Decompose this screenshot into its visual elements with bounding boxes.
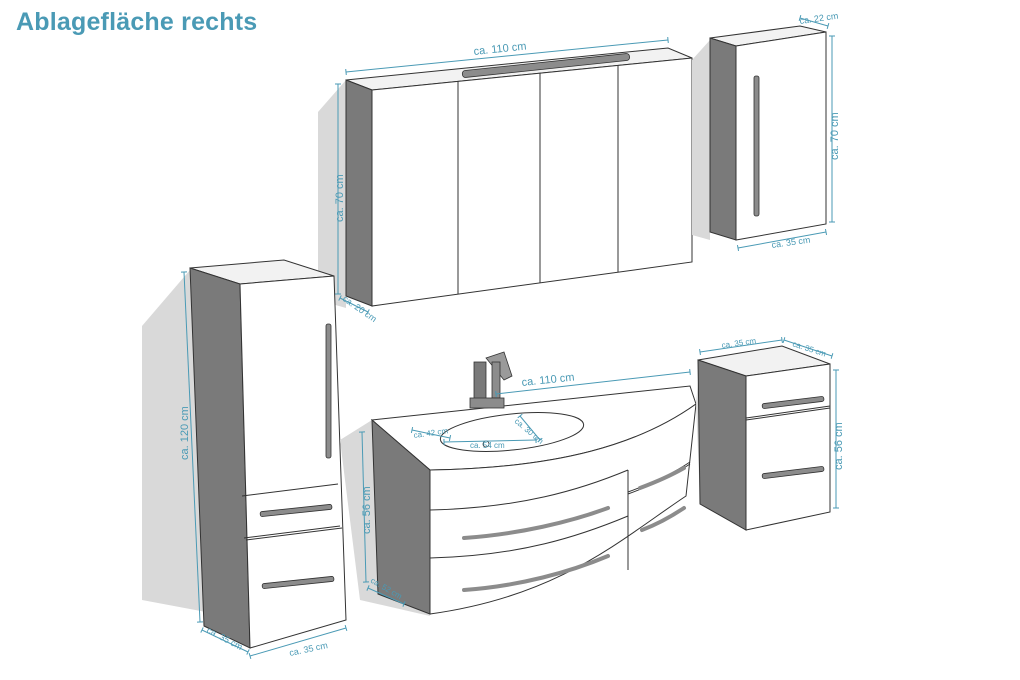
faucet <box>469 351 513 409</box>
upper-side-cabinet: ca. 22 cm ca. 70 cm ca. 35 cm <box>692 11 841 252</box>
mirror-cabinet-front <box>371 57 693 307</box>
tall-cabinet-divider <box>243 525 341 539</box>
tall-cabinet-divider <box>245 527 343 541</box>
vanity-unit: ca. 110 cm ca. 56 cm ca. 52 cm ca. 42 cm… <box>340 351 697 616</box>
lower-cabinet-front <box>745 363 831 531</box>
upper-height-label: ca. 70 cm <box>829 112 841 160</box>
drawer-handle <box>638 466 686 490</box>
vanity-front <box>429 402 697 615</box>
drawer-divider <box>429 515 629 559</box>
drawer-divider <box>429 469 629 511</box>
upper-width-label: ca. 35 cm <box>771 235 811 250</box>
lower-cabinet-divider <box>745 407 831 421</box>
lower-cabinet-side <box>697 359 747 531</box>
page-title: Ablagefläche rechts <box>16 8 258 36</box>
mirror-cabinet-side <box>345 79 373 307</box>
vanity-height-label: ca. 56 cm <box>361 486 373 534</box>
lower-width-label: ca. 35 cm <box>721 336 757 350</box>
vanity-width-label: ca. 110 cm <box>521 372 575 389</box>
lower-height-label: ca. 56 cm <box>833 422 845 470</box>
tall-height-label: ca. 120 cm <box>179 406 191 460</box>
lower-cabinet-handle <box>761 396 825 409</box>
tall-cabinet-drawer-handle <box>261 576 335 589</box>
tall-cabinet: ca. 120 cm ca. 35 cm ca. 35 cm <box>142 259 348 660</box>
mirror-width-label: ca. 110 cm <box>473 41 527 58</box>
mirror-cabinet: ca. 110 cm ca. 70 cm ca. 20 cm <box>318 36 693 324</box>
upper-cabinet-handle <box>753 75 760 217</box>
lower-cabinet-divider <box>745 405 831 419</box>
tall-cabinet-door-handle <box>325 323 332 459</box>
tall-cabinet-drawer-handle <box>259 504 333 517</box>
tall-cabinet-front <box>239 275 347 649</box>
drawer-handle <box>462 554 610 592</box>
upper-cabinet-side <box>709 37 737 241</box>
lower-side-cabinet: ca. 35 cm ca. 35 cm ca. 56 cm <box>696 336 845 531</box>
drawer-handle <box>640 506 686 532</box>
upper-cabinet-shadow <box>692 40 710 240</box>
drawer-handle <box>462 506 610 540</box>
tall-cabinet-divider <box>241 483 339 497</box>
lower-cabinet-handle <box>761 466 825 479</box>
upper-cabinet-front <box>735 31 827 241</box>
basin-width-label: ca. 54 cm <box>470 441 505 450</box>
mirror-height-label: ca. 70 cm <box>334 174 346 222</box>
